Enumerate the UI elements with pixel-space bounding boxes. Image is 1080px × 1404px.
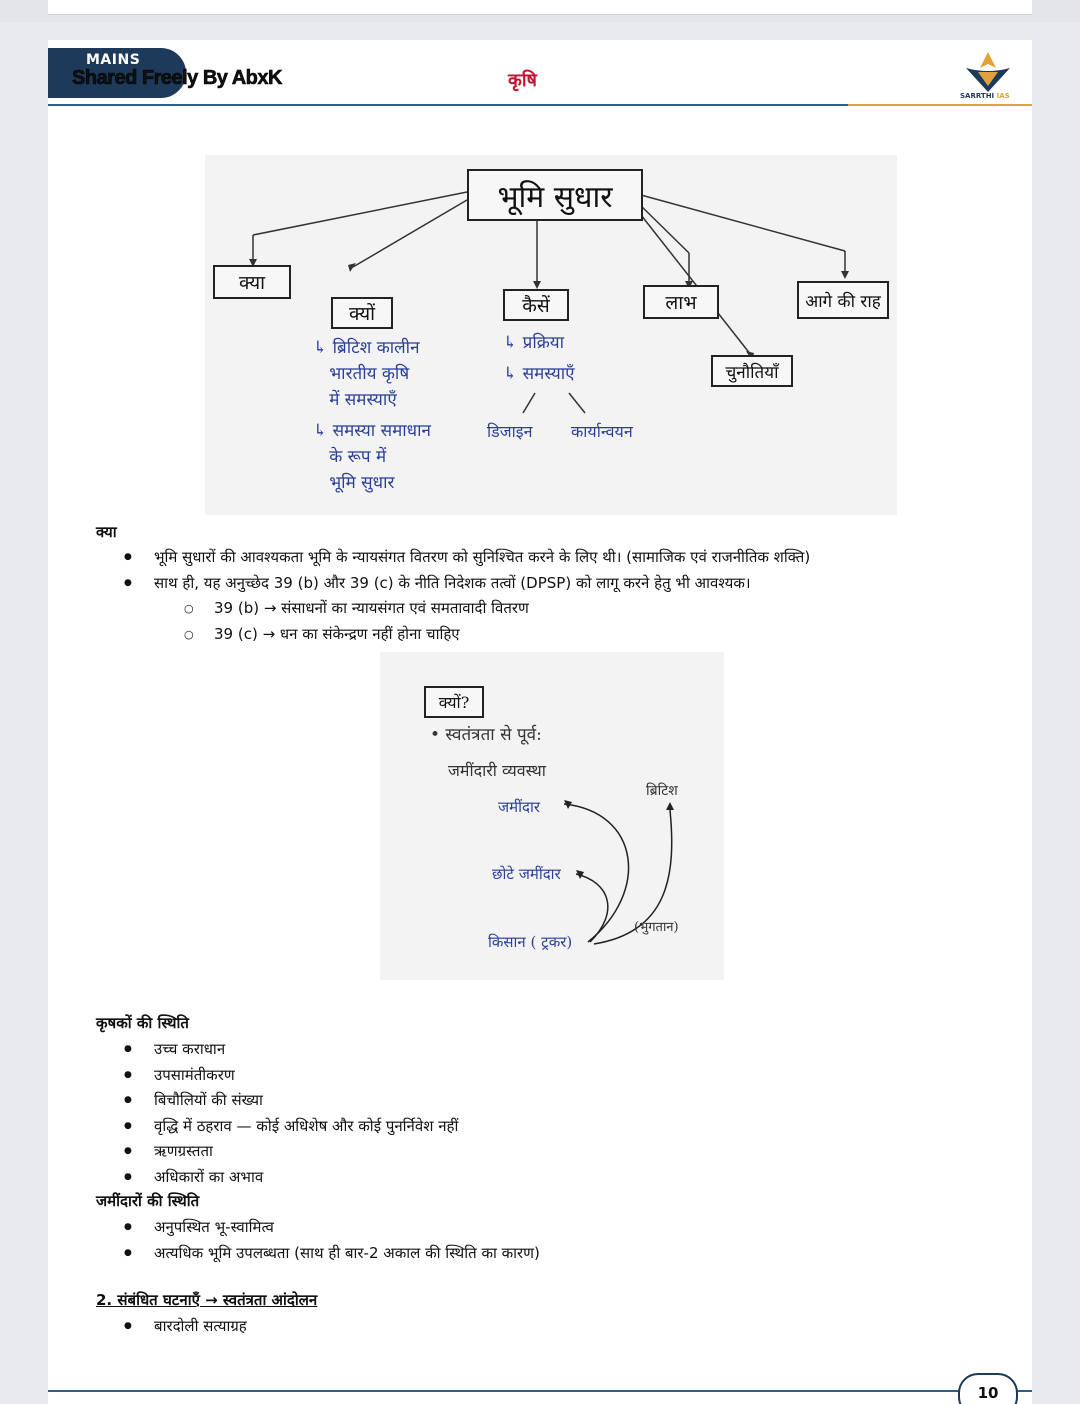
page-number-badge: 10 bbox=[958, 1373, 1018, 1404]
how-branch-design: डिजाइन bbox=[487, 422, 533, 441]
mindmap-node-chunautiyan: चुनौतियाँ bbox=[711, 355, 793, 387]
list-item: वृद्धि में ठहराव — कोई अधिशेष और कोई पुन… bbox=[96, 1114, 996, 1140]
how-note-problems: ↳ समस्याएँ bbox=[503, 364, 575, 384]
mindmap-node-kyon: क्यों bbox=[331, 297, 393, 329]
how-note-process: ↳ प्रक्रिया bbox=[503, 333, 565, 353]
sketch-zamindar: जमींदार bbox=[498, 798, 540, 816]
mains-label: MAINS bbox=[86, 52, 141, 68]
mains-badge bbox=[48, 48, 186, 98]
list-item: बिचौलियों की संख्या bbox=[96, 1088, 996, 1114]
sketch-line-pre-independence: • स्वतंत्रता से पूर्व: bbox=[430, 725, 542, 745]
mindmap-node-kya: क्या bbox=[213, 265, 291, 299]
section-heading-kya: क्या bbox=[96, 523, 117, 541]
mindmap-title-box: भूमि सुधार bbox=[467, 169, 643, 221]
list-item: साथ ही, यह अनुच्छेद 39 (b) और 39 (c) के … bbox=[96, 571, 996, 597]
kya-bullet-list: भूमि सुधारों की आवश्यकता भूमि के न्यायसं… bbox=[96, 545, 996, 596]
viewer-top-bar bbox=[0, 0, 1080, 22]
section-heading-krishak: कृषकों की स्थिति bbox=[96, 1014, 189, 1032]
list-item: 39 (b) → संसाधनों का न्यायसंगत एवं समताव… bbox=[96, 596, 996, 622]
sketch-british: ब्रिटिश bbox=[646, 783, 678, 799]
why-note-2: ↳ समस्या समाधान के रूप में भूमि सुधार bbox=[313, 421, 431, 493]
sketch-line-zamindari: जमींदारी व्यवस्था bbox=[448, 761, 546, 780]
list-item: ऋणग्रस्तता bbox=[96, 1139, 996, 1165]
zamindar-bullet-list: अनुपस्थित भू-स्वामित्व अत्यधिक भूमि उपलब… bbox=[96, 1215, 996, 1266]
list-item: 39 (c) → धन का संकेन्द्रण नहीं होना चाहि… bbox=[96, 622, 996, 648]
document-page: MAINS Shared Freely By AbxK कृषि SARRTHI… bbox=[48, 40, 1032, 1404]
list-item: अत्यधिक भूमि उपलब्धता (साथ ही बार-2 अकाल… bbox=[96, 1241, 996, 1267]
how-branch-implementation: कार्यान्वयन bbox=[571, 422, 633, 441]
section-heading-zamindar: जमींदारों की स्थिति bbox=[96, 1192, 200, 1210]
krishak-bullet-list: उच्च कराधान उपसामंतीकरण बिचौलियों की संख… bbox=[96, 1037, 996, 1190]
sketch-box-kyon: क्यों? bbox=[424, 686, 484, 718]
sketch-kisan: किसान ( ट्रकर) bbox=[488, 933, 573, 951]
sketch-arrows bbox=[563, 800, 674, 945]
list-item: अनुपस्थित भू-स्वामित्व bbox=[96, 1215, 996, 1241]
sketch-payment: (भुगतान) bbox=[634, 920, 679, 935]
mindmap-node-labh: लाभ bbox=[643, 285, 719, 319]
list-item: बारदोली सत्याग्रह bbox=[96, 1314, 996, 1340]
list-item: भूमि सुधारों की आवश्यकता भूमि के न्यायसं… bbox=[96, 545, 996, 571]
watermark-text: Shared Freely By AbxK bbox=[72, 67, 283, 90]
logo-text: SARRTHI IAS bbox=[960, 92, 1010, 100]
sarrthi-logo-icon bbox=[966, 52, 1010, 92]
list-item: उच्च कराधान bbox=[96, 1037, 996, 1063]
related-bullet-list: बारदोली सत्याग्रह bbox=[96, 1314, 996, 1340]
header-rule-accent bbox=[848, 104, 1032, 106]
mindmap-node-aage-ki-raah: आगे की राह bbox=[797, 281, 889, 319]
why-note-1: ↳ ब्रिटिश कालीन भारतीय कृषि में समस्याएँ bbox=[313, 338, 420, 410]
list-item: अधिकारों का अभाव bbox=[96, 1165, 996, 1191]
list-item: उपसामंतीकरण bbox=[96, 1063, 996, 1089]
header-rule bbox=[48, 104, 1032, 106]
page-subject: कृषि bbox=[508, 70, 537, 91]
kya-sub-bullet-list: 39 (b) → संसाधनों का न्यायसंगत एवं समताव… bbox=[96, 596, 996, 647]
zamindari-sketch: क्यों? • स्वतंत्रता से पूर्व: जमींदारी व… bbox=[380, 652, 724, 980]
mindmap-node-kaise: कैसें bbox=[503, 289, 569, 321]
section-heading-related-events: 2. संबंधित घटनाएँ → स्वतंत्रता आंदोलन bbox=[96, 1291, 318, 1309]
land-reform-mindmap: भूमि सुधार क्या क्यों कैसें लाभ चुनौतिया… bbox=[205, 155, 897, 515]
sketch-chhote-zamindar: छोटे जमींदार bbox=[492, 865, 561, 883]
footer-rule bbox=[48, 1390, 1032, 1392]
previous-page-edge bbox=[48, 0, 1032, 15]
